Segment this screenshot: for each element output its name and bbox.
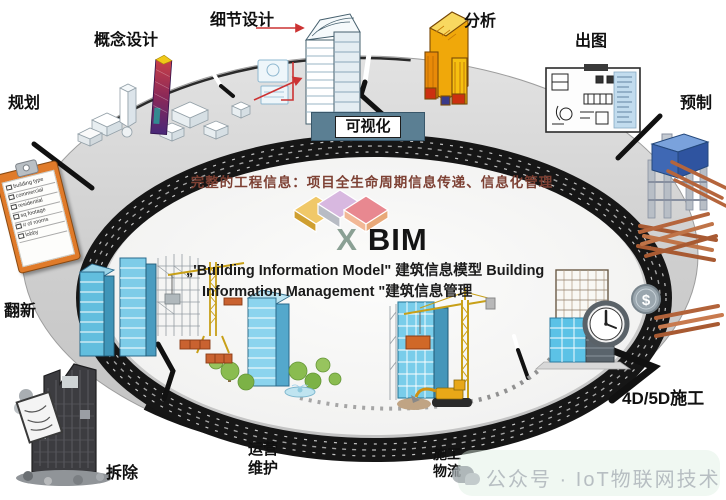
demolition-building <box>14 363 115 486</box>
blueprint-icons <box>257 59 294 105</box>
renovation-site <box>78 254 245 364</box>
brick-piles <box>179 297 243 364</box>
logistics-site <box>389 288 496 410</box>
bim-description-line2: Information Management "建筑信息管理 <box>202 284 473 300</box>
red-annotation-arrows <box>253 23 305 101</box>
svg-text:$: $ <box>642 292 651 309</box>
project-info-line: 完整的工程信息：项目全生命周期信息传递、信息化管理 <box>190 175 554 190</box>
plan-legend <box>613 71 637 129</box>
visualization-banner: 可视化 <box>311 112 425 141</box>
label-detail-design: 细节设计 <box>210 12 275 29</box>
rebar-stack <box>636 212 718 262</box>
xbim-x: X <box>336 222 358 257</box>
label-renovation: 翻新 <box>4 303 37 320</box>
label-concept-design: 概念设计 <box>94 32 159 49</box>
detail-design-tower <box>253 13 361 125</box>
hoisted-load <box>405 335 431 350</box>
chat-bubbles-icon <box>452 464 482 488</box>
xbim-bim: BIM <box>367 222 428 257</box>
label-drawing-output: 出图 <box>575 33 608 50</box>
scaffold-lines <box>389 304 397 400</box>
tower-crane <box>403 288 496 402</box>
clock-icon <box>582 300 630 348</box>
xbim-logo-icon <box>292 189 390 234</box>
analysis-building <box>424 11 470 106</box>
floor-plan-drawing <box>545 64 641 133</box>
excavator <box>397 379 472 410</box>
red-connector-line <box>281 62 294 101</box>
fountain <box>284 384 316 398</box>
concept-design-blocks <box>77 54 251 147</box>
colorful-concept-tower <box>150 54 173 135</box>
watermark-background <box>458 450 720 496</box>
prefab-machine <box>636 133 726 262</box>
demolition-photo-frame <box>15 390 64 444</box>
steel-beams <box>654 304 724 338</box>
label-operation: 运营 维护 <box>248 442 279 477</box>
dollar-coin-icon: $ <box>631 284 661 314</box>
lifecycle-ring <box>20 54 700 462</box>
label-demolition: 拆除 <box>106 465 139 482</box>
xbim-wordmark: X BIM <box>252 222 512 258</box>
watermark-text: 公众号 · IoT物联网技术 <box>486 469 721 491</box>
bim-description: „'Building Information Model" 建筑信息模型 Bui… <box>186 261 586 303</box>
label-planning: 规划 <box>8 95 41 112</box>
construction-4d5d-site: $ <box>534 269 724 370</box>
rebar-rods <box>666 160 726 208</box>
label-prefabrication: 预制 <box>680 95 713 112</box>
label-analysis: 分析 <box>464 13 497 30</box>
label-4d5d-construction: 4D/5D施工 <box>622 389 705 408</box>
segment-dividers <box>31 51 663 404</box>
visualization-banner-label: 可视化 <box>335 115 401 138</box>
bim-description-line1: „'Building Information Model" 建筑信息模型 Bui… <box>186 263 545 279</box>
